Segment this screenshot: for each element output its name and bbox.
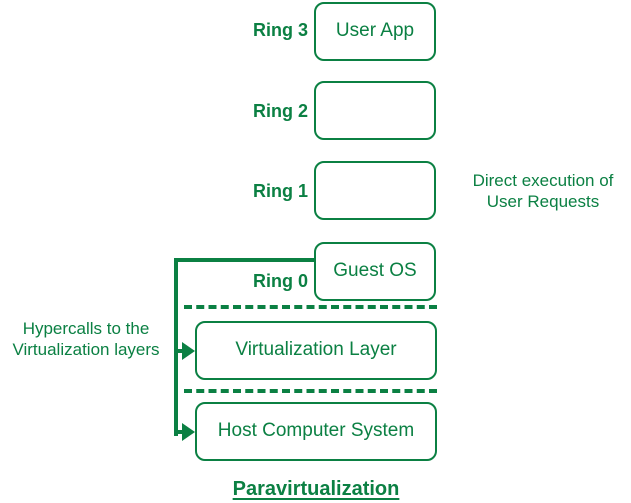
- ring-2-label: Ring 2: [252, 101, 308, 121]
- host-computer-system-box: Host Computer System: [195, 402, 437, 461]
- connector-vertical-spine: [174, 258, 178, 436]
- ring-2-box: [314, 81, 436, 140]
- hypercalls-note: Hypercalls to the Virtualization layers: [12, 319, 160, 360]
- ring-0-label: Ring 0: [252, 271, 308, 291]
- ring-1-box: [314, 161, 436, 220]
- direct-execution-note: Direct execution of User Requests: [472, 171, 614, 212]
- ring-1-label: Ring 1: [252, 181, 308, 201]
- arrow-head-to-host-computer-system: [182, 423, 195, 441]
- virtualization-layer-text: Virtualization Layer: [235, 339, 397, 361]
- arrow-head-to-virtualization-layer: [182, 342, 195, 360]
- diagram-title: Paravirtualization: [232, 478, 400, 500]
- connector-ring0-horizontal: [174, 258, 316, 262]
- ring-3-label: Ring 3: [252, 20, 308, 40]
- dashed-separator-lower: [184, 389, 437, 393]
- host-computer-system-text: Host Computer System: [217, 420, 415, 442]
- ring-0-box: Guest OS: [314, 242, 436, 301]
- dashed-separator-upper: [184, 305, 437, 309]
- virtualization-layer-box: Virtualization Layer: [195, 321, 437, 380]
- ring-3-box-text: User App: [335, 20, 415, 42]
- ring-3-box: User App: [314, 2, 436, 61]
- ring-0-box-text: Guest OS: [333, 260, 417, 282]
